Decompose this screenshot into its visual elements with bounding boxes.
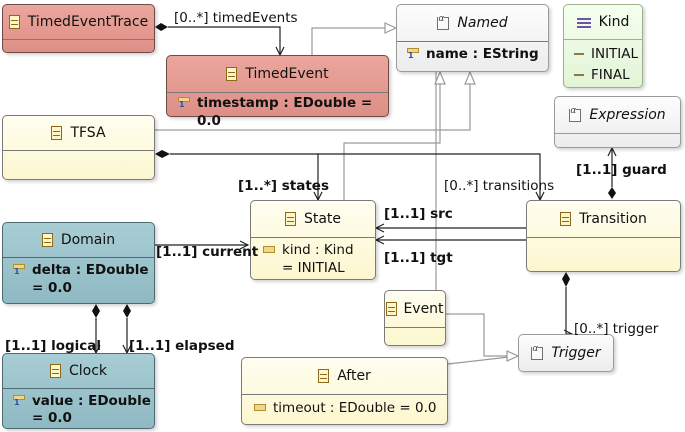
attribute-value-default: = 0.0: [32, 410, 72, 426]
class-event[interactable]: Event: [384, 290, 446, 346]
inherit-tfsa-named: [155, 72, 471, 131]
class-after[interactable]: After timeout : EDouble = 0.0: [241, 357, 448, 425]
inherit-state-named: [343, 72, 441, 200]
label-elapsed: [1..1] elapsed: [129, 338, 235, 354]
class-timedevent[interactable]: TimedEvent timestamp : EDouble = 0.0: [166, 55, 389, 129]
ref-timedevents: [168, 26, 280, 55]
inherit-event-trigger: [446, 313, 518, 357]
enum-icon: [576, 16, 591, 29]
literal-initial[interactable]: INITIAL: [574, 45, 638, 63]
class-name: TFSA: [70, 125, 106, 141]
attribute-icon: [407, 48, 419, 60]
label-states: [1..*] states: [238, 178, 329, 194]
class-expression[interactable]: Expression: [554, 96, 681, 148]
class-icon: [49, 364, 61, 378]
label-logical: [1..1] logical: [5, 338, 102, 354]
attribute-timestamp[interactable]: timestamp : EDouble = 0.0: [178, 94, 388, 130]
ref-trigger: [566, 287, 572, 334]
class-name: TimedEventTrace: [27, 14, 149, 30]
class-transition[interactable]: Transition: [526, 200, 681, 272]
class-icon: [226, 67, 238, 81]
class-icon: [386, 302, 398, 316]
class-named[interactable]: Named name : EString: [396, 4, 549, 72]
class-trigger[interactable]: Trigger: [518, 334, 614, 372]
class-name: Named: [457, 15, 508, 31]
class-name: Clock: [68, 363, 108, 379]
abstract-class-icon: [531, 343, 544, 360]
class-icon: [8, 15, 20, 29]
attribute-timeout[interactable]: timeout : EDouble = 0.0: [254, 399, 436, 417]
class-name: Expression: [589, 107, 666, 123]
class-name: After: [337, 368, 371, 384]
abstract-class-icon: [437, 13, 450, 30]
class-name: Domain: [60, 232, 116, 248]
literal-icon: [574, 74, 584, 76]
enum-name: Kind: [598, 14, 630, 30]
label-guard: [1..1] guard: [576, 162, 667, 178]
class-icon: [318, 369, 330, 383]
inherit-timedevent-named: [311, 27, 396, 55]
label-src: [1..1] src: [384, 206, 453, 222]
class-name: Transition: [579, 211, 647, 227]
ref-transitions: [318, 153, 540, 200]
literal-final[interactable]: FINAL: [574, 66, 630, 84]
attribute-value[interactable]: value : EDouble: [13, 392, 151, 410]
class-domain[interactable]: Domain delta : EDouble = 0.0: [2, 222, 155, 304]
attribute-delta[interactable]: delta : EDouble: [13, 261, 149, 279]
attribute-icon: [13, 264, 25, 276]
class-timedeventtrace[interactable]: TimedEventTrace: [2, 4, 155, 53]
attribute-delta-default: = 0.0: [32, 280, 72, 296]
attribute-icon: [254, 404, 266, 411]
class-tfsa[interactable]: TFSA: [2, 115, 155, 180]
class-name: Trigger: [551, 345, 601, 361]
composition-diamonds: [92, 23, 616, 318]
attribute-icon: [13, 395, 25, 407]
attribute-kind[interactable]: kind : Kind: [263, 241, 354, 259]
label-trigger: [0..*] trigger: [574, 321, 659, 337]
class-icon: [284, 212, 296, 226]
literal-icon: [574, 53, 584, 55]
class-icon: [560, 212, 572, 226]
class-name: Event: [403, 301, 444, 317]
class-icon: [51, 126, 63, 140]
label-current: [1..1] current: [156, 244, 259, 260]
class-name: State: [303, 211, 342, 227]
label-tgt: [1..1] tgt: [384, 250, 453, 266]
attribute-icon: [178, 97, 190, 109]
label-timedevents: [0..*] timedEvents: [174, 10, 298, 26]
inheritance-links: [155, 27, 519, 365]
class-icon: [41, 233, 53, 247]
attribute-icon: [263, 246, 275, 253]
class-name: TimedEvent: [245, 66, 329, 82]
attribute-kind-default: = INITIAL: [282, 260, 345, 276]
label-transitions: [0..*] transitions: [444, 178, 555, 194]
enum-kind[interactable]: Kind INITIAL FINAL: [563, 4, 643, 88]
class-state[interactable]: State kind : Kind = INITIAL: [250, 200, 376, 280]
attribute-name[interactable]: name : EString: [407, 45, 539, 63]
abstract-class-icon: [569, 105, 582, 122]
inheritance-heads: [384, 22, 520, 362]
inherit-after-trigger: [447, 355, 519, 365]
class-clock[interactable]: Clock value : EDouble = 0.0: [2, 353, 155, 429]
